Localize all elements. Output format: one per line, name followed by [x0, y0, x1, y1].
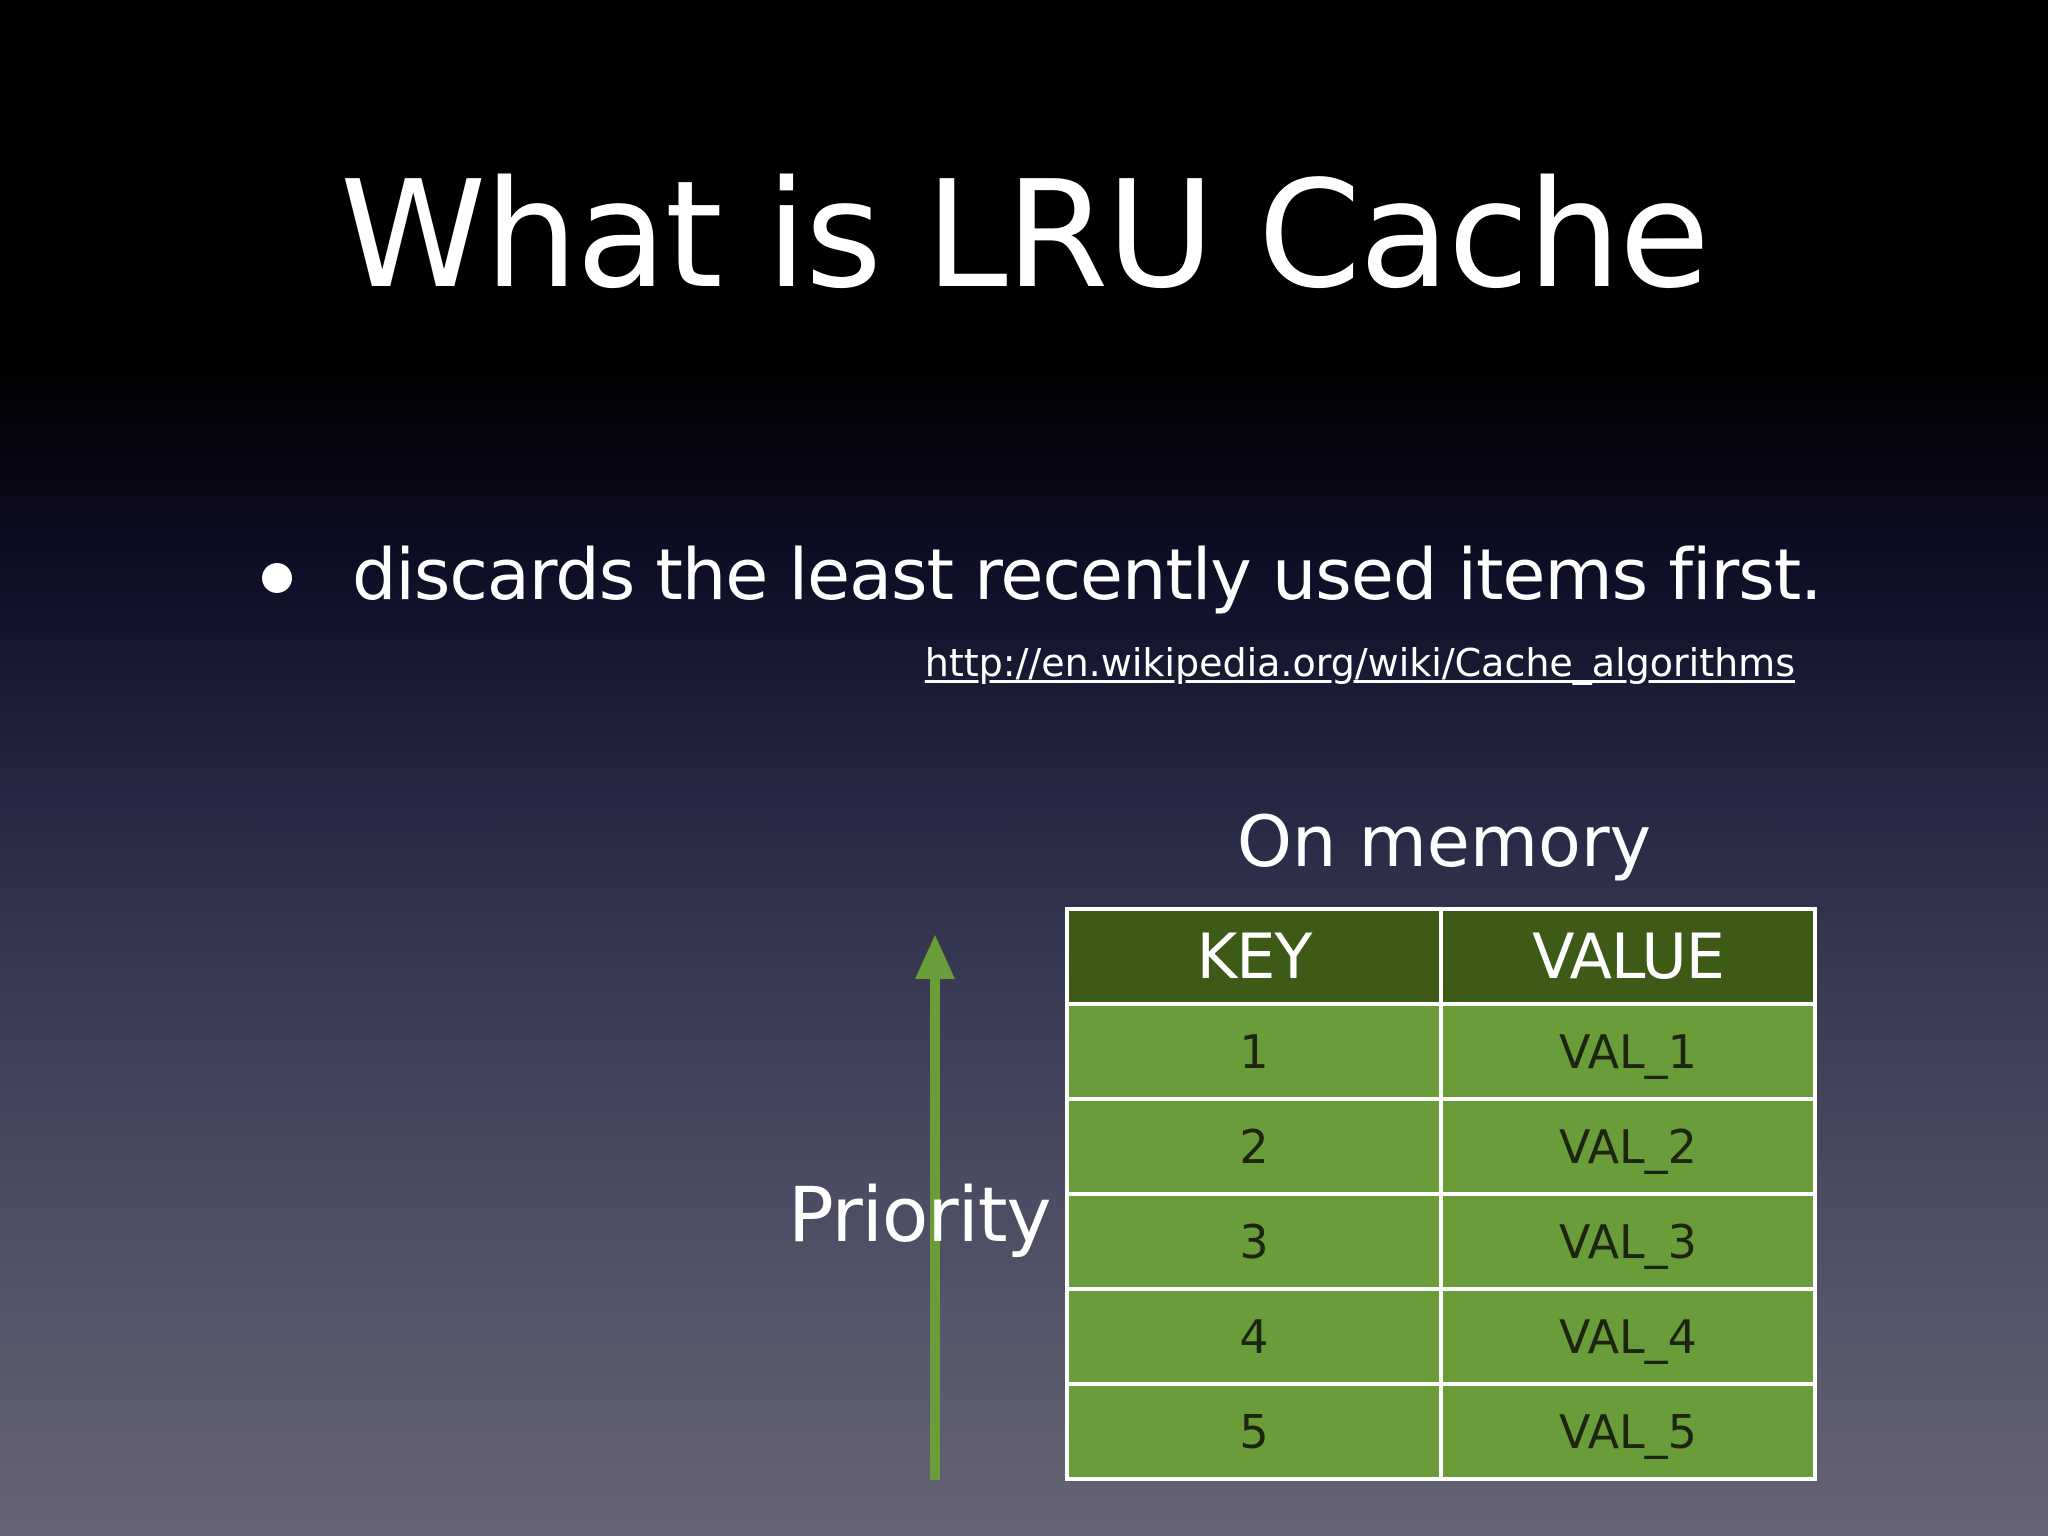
value-cell: VAL_4 — [1439, 1287, 1817, 1386]
cache-table: KEY VALUE 1 VAL_1 2 VAL_2 3 VAL_3 4 VAL_… — [1065, 907, 1817, 1481]
table-row: 3 VAL_3 — [1065, 1192, 1817, 1291]
source-link[interactable]: http://en.wikipedia.org/wiki/Cache_algor… — [924, 641, 1795, 685]
value-cell: VAL_2 — [1439, 1097, 1817, 1196]
column-header-key: KEY — [1065, 907, 1443, 1006]
table-row: 4 VAL_4 — [1065, 1287, 1817, 1386]
value-cell: VAL_1 — [1439, 1002, 1817, 1101]
key-cell: 5 — [1065, 1382, 1443, 1481]
table-row: 2 VAL_2 — [1065, 1097, 1817, 1196]
value-cell: VAL_3 — [1439, 1192, 1817, 1291]
bullet-text: discards the least recently used items f… — [352, 534, 1822, 616]
bullet-dot-icon — [262, 563, 292, 593]
priority-arrow-icon — [915, 935, 955, 1480]
table-row: 1 VAL_1 — [1065, 1002, 1817, 1101]
table-header-row: KEY VALUE — [1065, 907, 1817, 1006]
priority-label: Priority — [788, 1170, 1051, 1259]
key-cell: 3 — [1065, 1192, 1443, 1291]
column-header-value: VALUE — [1439, 907, 1817, 1006]
table-caption: On memory — [1236, 801, 1652, 883]
key-cell: 4 — [1065, 1287, 1443, 1386]
bullet-item: discards the least recently used items f… — [262, 534, 1822, 616]
slide-title: What is LRU Cache — [339, 149, 1710, 321]
key-cell: 2 — [1065, 1097, 1443, 1196]
key-cell: 1 — [1065, 1002, 1443, 1101]
value-cell: VAL_5 — [1439, 1382, 1817, 1481]
table-row: 5 VAL_5 — [1065, 1382, 1817, 1481]
